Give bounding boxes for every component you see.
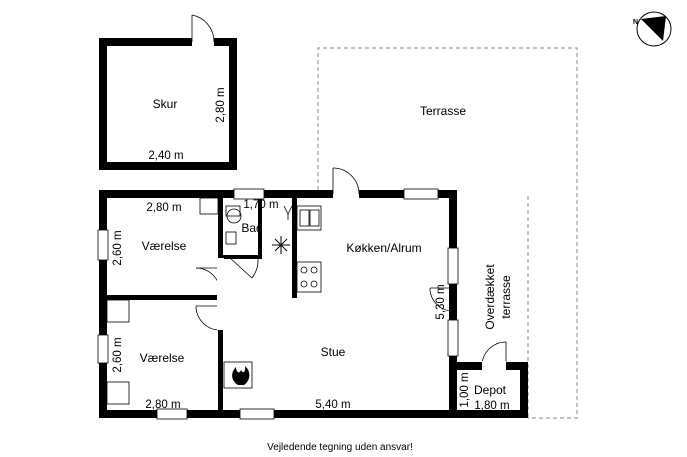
room-label-overdaekket-line1: Overdækket	[483, 264, 497, 330]
dim-depot-height: 1,00 m	[459, 372, 471, 407]
disclaimer-note: Vejledende tegning uden ansvar!	[267, 442, 413, 453]
room-label-depot: Depot	[474, 383, 507, 397]
fixtures	[106, 197, 322, 405]
dim-skur-height: 2,80 m	[215, 87, 227, 122]
room-label-stue: Stue	[321, 345, 346, 359]
dim-vaerelse-top-width: 2,80 m	[146, 202, 181, 214]
dim-stue-width: 5,40 m	[315, 399, 350, 411]
kitchen-door-gap	[333, 189, 359, 199]
compass-icon: N	[633, 11, 672, 47]
room-label-skur: Skur	[153, 97, 178, 111]
room-label-bad: Bad	[241, 221, 262, 235]
dim-vaerelse-bottom-width: 2,80 m	[145, 399, 180, 411]
ventilation-fan-icon	[272, 236, 290, 254]
depot-door-gap	[482, 361, 506, 371]
dim-bad-width: 1,70 m	[243, 199, 278, 211]
room-label-koekken-alrum: Køkken/Alrum	[346, 241, 421, 255]
hall-opening	[217, 258, 224, 330]
shed-door	[191, 14, 215, 43]
room-label-vaerelse-top: Værelse	[142, 239, 187, 253]
dim-vaerelse-bottom-height: 2,60 m	[112, 337, 124, 372]
dim-vaerelse-top-height: 2,60 m	[112, 230, 124, 265]
room-label-terrasse: Terrasse	[420, 104, 466, 118]
shed-walls	[99, 37, 237, 170]
dim-depot-width: 1,80 m	[474, 400, 509, 412]
windows	[97, 188, 459, 420]
interior-walls	[99, 198, 297, 410]
dim-skur-width: 2,40 m	[148, 150, 183, 162]
shower-icon	[283, 205, 293, 220]
fireplace-flame-icon	[232, 366, 250, 385]
room-label-vaerelse-bottom: Værelse	[140, 351, 185, 365]
room-label-overdaekket-line2: terrasse	[499, 275, 513, 319]
dim-alrum-height: 5,30 m	[435, 284, 447, 319]
compass-north-label: N	[633, 19, 638, 26]
